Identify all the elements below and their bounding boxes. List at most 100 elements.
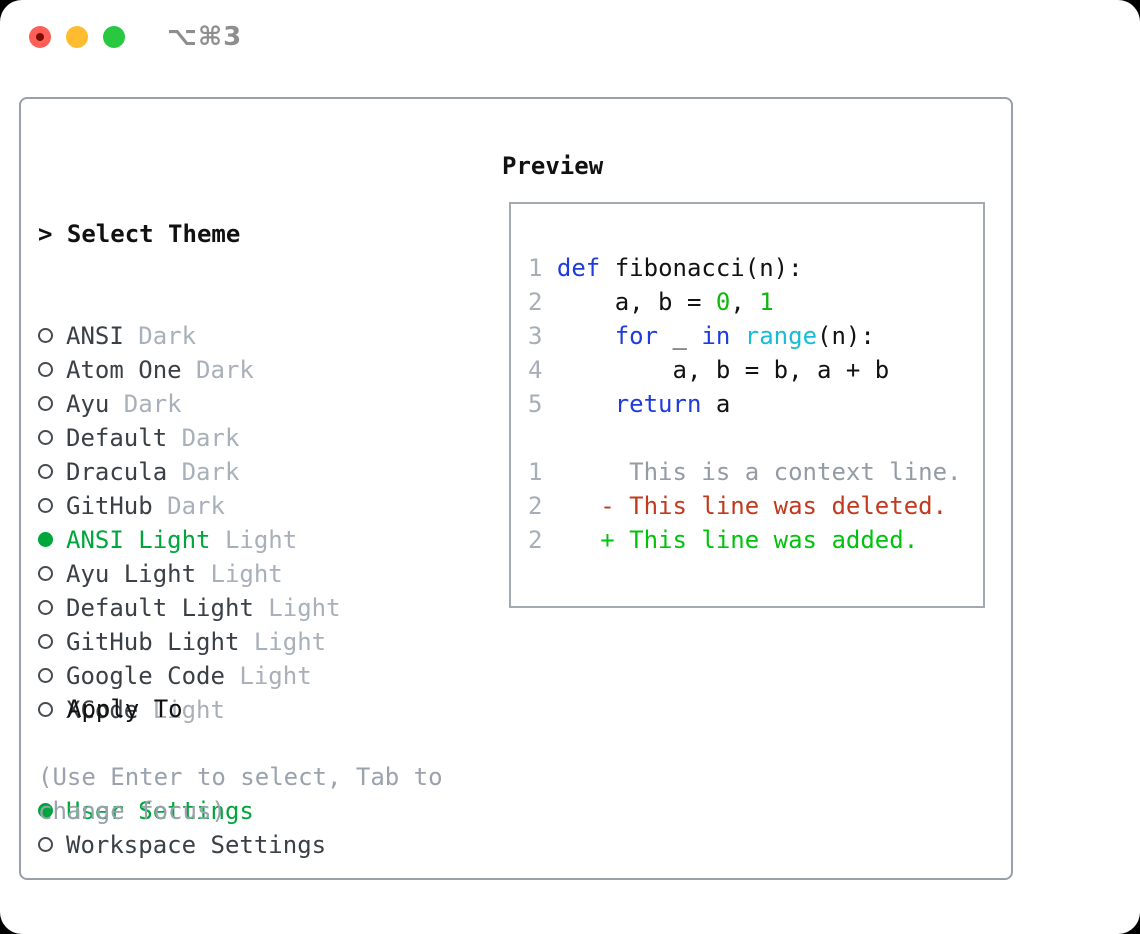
preview-diff-line: 2 + This line was added. bbox=[528, 523, 983, 557]
code-token-fg: a, b = bbox=[556, 288, 716, 316]
radio-icon bbox=[38, 361, 53, 377]
help-text: (Use Enter to select, Tab to change focu… bbox=[38, 763, 443, 825]
radio-selected-icon bbox=[38, 531, 53, 547]
code-token-ctx: This is a context line. bbox=[556, 458, 962, 486]
theme-name: ANSI Light bbox=[66, 526, 211, 554]
apply-option-user-settings[interactable]: User Settings bbox=[38, 794, 326, 828]
theme-list-title: Select Theme bbox=[66, 220, 241, 248]
radio-icon bbox=[38, 395, 53, 411]
theme-variant-badge: Dark bbox=[167, 458, 240, 486]
radio-selected-icon bbox=[38, 802, 53, 818]
theme-option-github-light[interactable]: GitHub Light Light bbox=[38, 625, 341, 659]
theme-option-dracula[interactable]: Dracula Dark bbox=[38, 455, 341, 489]
code-token-fg: _ bbox=[658, 322, 702, 350]
preview-header: Preview bbox=[502, 152, 604, 180]
theme-variant-badge: Light bbox=[224, 662, 312, 690]
preview-blank-line bbox=[528, 421, 983, 455]
radio-icon bbox=[38, 463, 53, 479]
code-token-kw: in bbox=[701, 322, 731, 350]
preview-code-line: 4 a, b = b, a + b bbox=[528, 353, 983, 387]
code-token-num: 1 bbox=[759, 288, 774, 316]
radio-icon bbox=[38, 667, 53, 683]
code-token-fn: range bbox=[744, 322, 818, 350]
theme-list-header: > Select Theme bbox=[38, 217, 341, 251]
line-number: 5 bbox=[528, 390, 557, 418]
theme-option-default[interactable]: Default Dark bbox=[38, 421, 341, 455]
theme-name: Atom One bbox=[66, 356, 182, 384]
code-token-fg bbox=[557, 390, 615, 418]
radio-icon bbox=[38, 327, 53, 343]
theme-name: GitHub Light bbox=[66, 628, 240, 656]
code-token-fg: a, b = b, a + b bbox=[556, 356, 890, 384]
theme-variant-badge: Dark bbox=[181, 356, 254, 384]
theme-option-ayu[interactable]: Ayu Dark bbox=[38, 387, 341, 421]
preview-diff-line: 2 - This line was deleted. bbox=[528, 489, 983, 523]
code-token-del: - This line was deleted. bbox=[556, 492, 948, 520]
theme-option-ayu-light[interactable]: Ayu Light Light bbox=[38, 557, 341, 591]
theme-option-github[interactable]: GitHub Dark bbox=[38, 489, 341, 523]
code-token-fg bbox=[557, 322, 615, 350]
code-token-fg: fibonacci(n): bbox=[600, 254, 803, 282]
minimize-button[interactable] bbox=[66, 26, 88, 48]
code-token-kw: return bbox=[614, 390, 702, 418]
radio-icon bbox=[38, 633, 53, 649]
window-title: ⌥⌘3 bbox=[167, 22, 243, 52]
preview-code-line: 1 def fibonacci(n): bbox=[528, 251, 983, 285]
theme-name: GitHub bbox=[66, 492, 153, 520]
radio-icon bbox=[38, 565, 53, 581]
theme-variant-badge: Light bbox=[138, 696, 225, 724]
radio-icon bbox=[38, 429, 53, 445]
theme-variant-badge: Light bbox=[210, 526, 298, 554]
theme-variant-badge: Light bbox=[239, 628, 327, 656]
theme-name: Dracula bbox=[66, 458, 168, 486]
preview-code-line: 5 return a bbox=[528, 387, 983, 421]
apply-option-label: User Settings bbox=[66, 797, 254, 825]
code-token-fg: , bbox=[730, 288, 760, 316]
apply-option-label: Workspace Settings bbox=[66, 831, 327, 859]
close-button[interactable] bbox=[29, 26, 51, 48]
maximize-button[interactable] bbox=[103, 26, 125, 48]
theme-variant-badge: Dark bbox=[109, 390, 182, 418]
main-panel bbox=[19, 97, 1013, 880]
theme-option-ansi-light[interactable]: ANSI Light Light bbox=[38, 523, 341, 557]
theme-name: Default Light bbox=[66, 594, 254, 622]
theme-name: ANSI bbox=[66, 322, 124, 350]
theme-option-google-code[interactable]: Google Code Light bbox=[38, 659, 341, 693]
preview-code-line: 3 for _ in range(n): bbox=[528, 319, 983, 353]
theme-option-default-light[interactable]: Default Light Light bbox=[38, 591, 341, 625]
line-number: 2 bbox=[528, 288, 557, 316]
code-token-kw: for bbox=[614, 322, 659, 350]
code-token-fg bbox=[730, 322, 744, 350]
theme-option-atom-one[interactable]: Atom One Dark bbox=[38, 353, 341, 387]
theme-name: Default bbox=[66, 424, 168, 452]
radio-icon bbox=[38, 599, 53, 615]
preview-diff-line: 1 This is a context line. bbox=[528, 455, 983, 489]
theme-name: Ayu Light bbox=[66, 560, 197, 588]
close-dot-icon bbox=[36, 33, 44, 41]
apply-to-header: Apply To bbox=[67, 695, 183, 723]
line-number: 1 bbox=[528, 254, 557, 282]
line-number: 2 bbox=[528, 492, 557, 520]
theme-name: XCode bbox=[66, 696, 139, 724]
radio-icon bbox=[38, 497, 53, 513]
radio-icon bbox=[38, 836, 53, 852]
theme-option-xcode[interactable]: XCode Light bbox=[38, 693, 341, 727]
theme-name: Ayu bbox=[66, 390, 110, 418]
apply-option-workspace-settings[interactable]: Workspace Settings bbox=[38, 828, 326, 862]
theme-option-ansi[interactable]: ANSI Dark bbox=[38, 319, 341, 353]
theme-variant-badge: Dark bbox=[123, 322, 197, 350]
code-token-add: + This line was added. bbox=[556, 526, 919, 554]
selection-caret: > bbox=[38, 220, 53, 248]
line-number: 1 bbox=[528, 458, 557, 486]
preview-code-line: 2 a, b = 0, 1 bbox=[528, 285, 983, 319]
code-token-fg: (n): bbox=[817, 322, 875, 350]
theme-name: Google Code bbox=[66, 662, 225, 690]
theme-variant-badge: Dark bbox=[152, 492, 225, 520]
line-number: 3 bbox=[528, 322, 557, 350]
line-number: 4 bbox=[528, 356, 557, 384]
radio-icon bbox=[38, 701, 53, 717]
